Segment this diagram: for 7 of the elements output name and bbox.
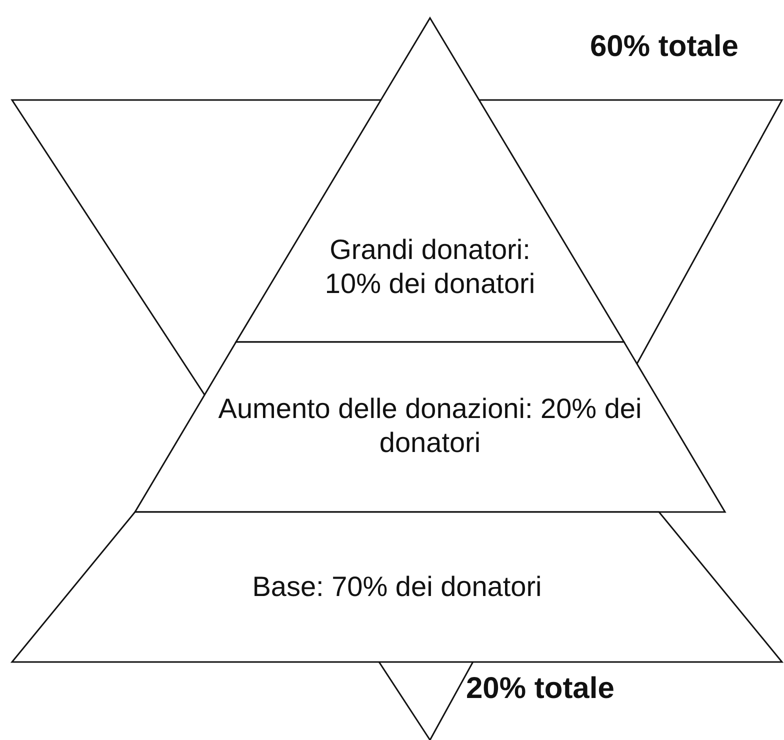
tier-label: Grandi donatori: 10% dei donatori xyxy=(324,233,536,301)
tier-label: Base: 70% dei donatori xyxy=(251,570,543,604)
share-label: 20% totale xyxy=(466,672,614,706)
pyramid-tier xyxy=(135,342,725,512)
pyramid-tier xyxy=(12,512,782,662)
share-label: 60% totale xyxy=(590,30,738,64)
tier-label: Aumento delle donazioni: 20% dei donatori xyxy=(217,392,643,460)
